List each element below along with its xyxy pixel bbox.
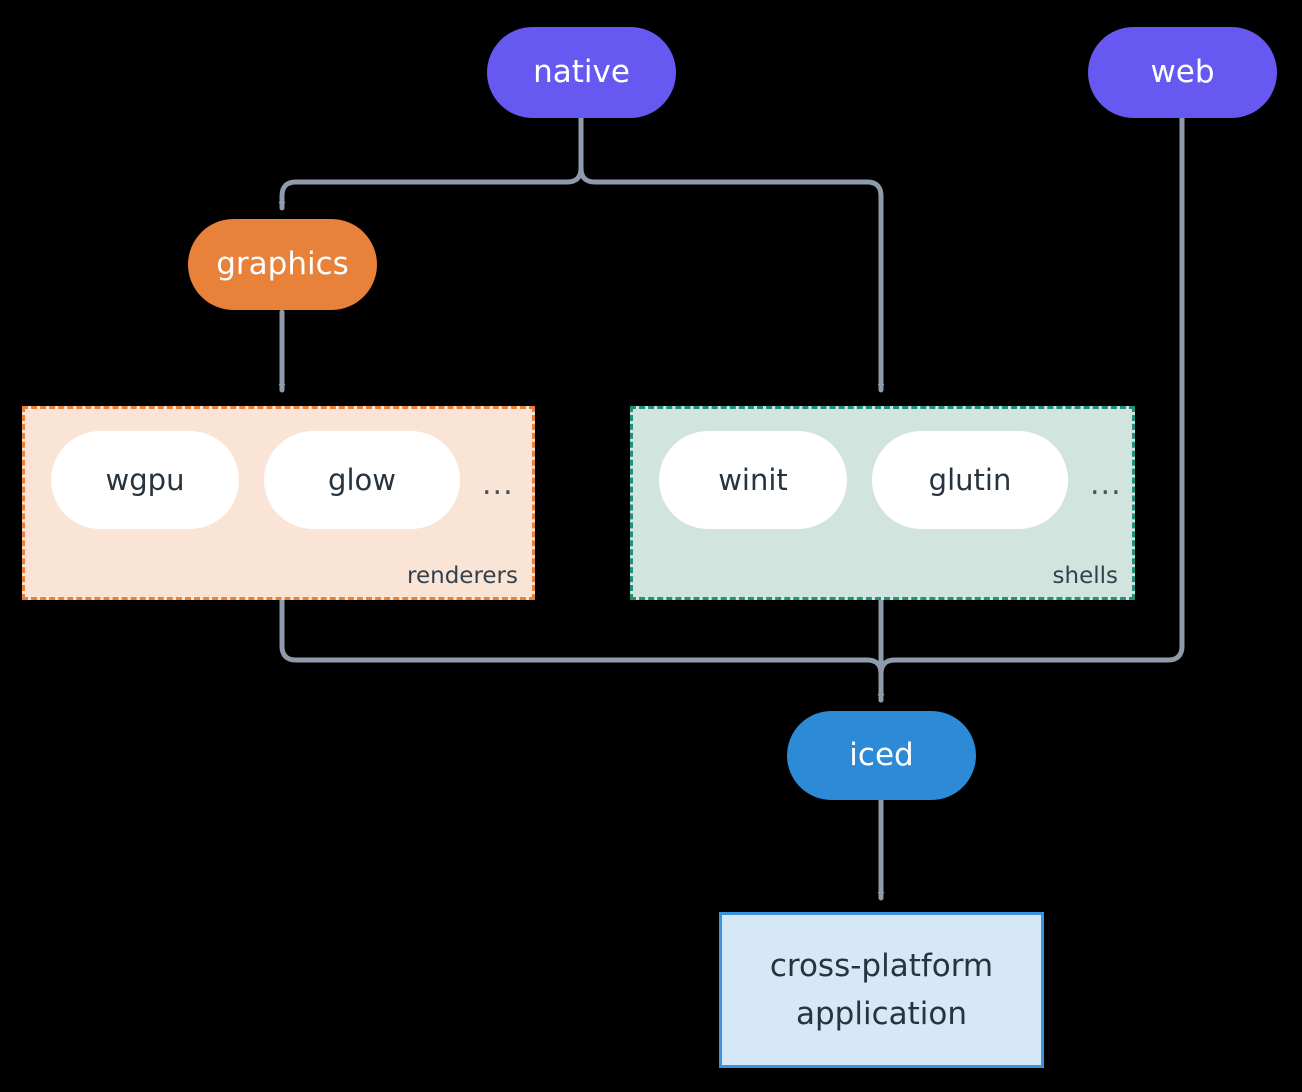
edge-renderers-to-iced bbox=[279, 597, 885, 703]
chip-glow-label: glow bbox=[328, 463, 396, 497]
node-web-label: web bbox=[1150, 54, 1215, 91]
chip-wgpu[interactable]: wgpu bbox=[51, 431, 239, 529]
node-web[interactable]: web bbox=[1088, 27, 1277, 118]
chip-glutin-label: glutin bbox=[928, 463, 1012, 497]
chip-glow[interactable]: glow bbox=[264, 431, 460, 529]
renderers-overflow-ellipsis: ... bbox=[482, 467, 514, 502]
node-native-label: native bbox=[533, 54, 630, 91]
edge-native-to-graphics bbox=[278, 115, 584, 211]
application-label-line1: cross-platform bbox=[769, 947, 994, 984]
chip-wgpu-label: wgpu bbox=[105, 463, 185, 497]
group-shells: winit glutin ... shells bbox=[630, 406, 1135, 600]
application-label-line2: application bbox=[796, 996, 967, 1032]
group-shells-label: shells bbox=[1052, 563, 1118, 589]
chip-winit[interactable]: winit bbox=[659, 431, 847, 529]
node-iced[interactable]: iced bbox=[787, 711, 976, 800]
node-native[interactable]: native bbox=[487, 27, 676, 118]
node-graphics-label: graphics bbox=[216, 246, 349, 283]
edge-native-to-shells bbox=[578, 115, 885, 393]
node-graphics[interactable]: graphics bbox=[188, 219, 377, 310]
chip-glutin[interactable]: glutin bbox=[872, 431, 1068, 529]
node-iced-label: iced bbox=[849, 737, 914, 774]
shells-overflow-ellipsis: ... bbox=[1090, 467, 1122, 502]
chip-winit-label: winit bbox=[718, 463, 788, 497]
group-renderers-label: renderers bbox=[407, 563, 518, 589]
group-renderers: wgpu glow ... renderers bbox=[22, 406, 535, 600]
node-cross-platform-application[interactable]: cross-platform application bbox=[719, 912, 1044, 1068]
